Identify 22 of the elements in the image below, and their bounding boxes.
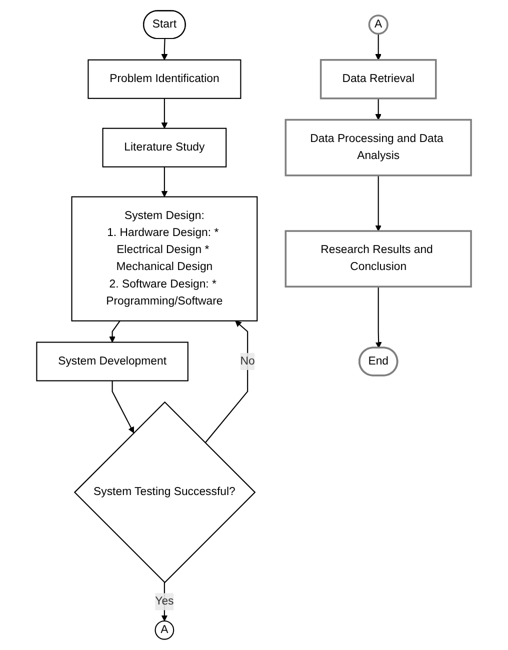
node-box: System Design: 1. Hardware Design: * Electrical Design * Mechanical Design 2. Software Design: * Programming/Software (71, 196, 258, 322)
arrow (161, 38, 168, 60)
arrow (375, 175, 382, 232)
node-box: Data Retrieval (320, 59, 437, 100)
arrow (375, 98, 382, 120)
edge-label: Yes (155, 595, 174, 608)
arrow (161, 166, 168, 198)
node-circle: A (368, 14, 389, 35)
arrow (109, 320, 121, 343)
arrow (204, 320, 248, 444)
node-circle: A (154, 620, 174, 640)
edge-label: No (240, 355, 255, 368)
node-box: System Development (36, 342, 189, 382)
node-box: Data Processing and Data Analysis (284, 118, 472, 176)
arrow (161, 98, 168, 129)
arrow (112, 380, 134, 434)
arrow (376, 286, 382, 348)
arrow (375, 34, 382, 60)
node-diamond: System Testing Successful? (74, 401, 256, 584)
node-box: Problem Identification (88, 59, 242, 99)
node-box: Literature Study (102, 128, 227, 168)
node-box: Research Results and Conclusion (284, 230, 472, 288)
